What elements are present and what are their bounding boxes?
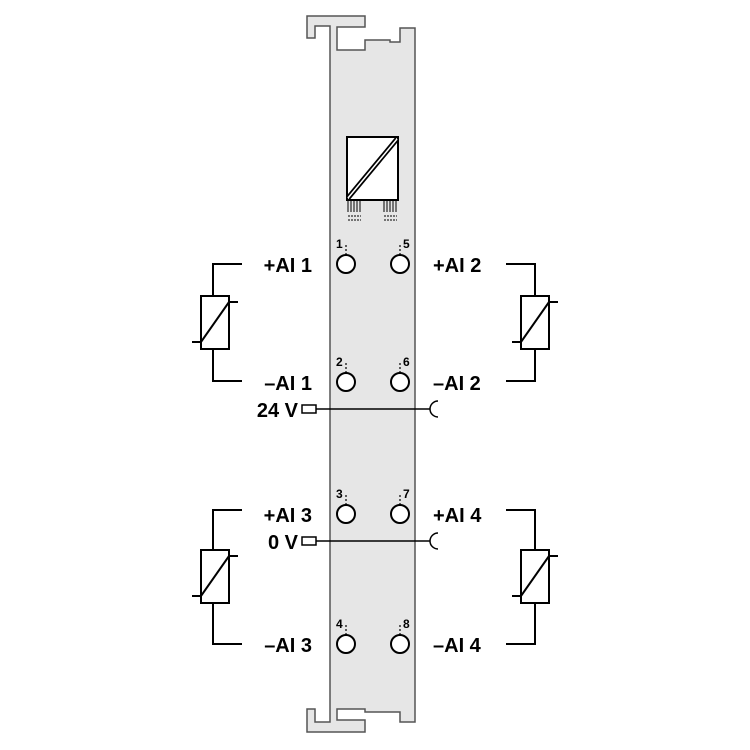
pin-number: 7 [403,487,410,501]
pin-number: 1 [336,237,343,251]
power-rail-0v [301,532,439,550]
terminal-leads [345,245,401,635]
label-ai4-plus: +AI 4 [433,505,482,527]
power-rail-24v [301,400,439,418]
label-ai1-plus: +AI 1 [264,255,312,277]
label-ai3-minus: –AI 3 [264,635,312,657]
terminal-7[interactable] [390,504,410,524]
terminal-3[interactable] [336,504,356,524]
label-24v: 24 V [257,400,299,422]
pin-number: 8 [403,617,410,631]
pin-number: 4 [336,617,343,631]
pin-number: 5 [403,237,410,251]
sensor-ai3-icon [192,509,242,645]
terminals [336,254,410,654]
label-ai4-minus: –AI 4 [433,635,482,657]
terminal-8[interactable] [390,634,410,654]
terminal-1[interactable] [336,254,356,274]
label-ai3-plus: +AI 3 [264,505,312,527]
sensor-ai2-icon [506,263,558,382]
terminal-4[interactable] [336,634,356,654]
pin-number: 6 [403,355,410,369]
label-0v: 0 V [268,532,299,554]
sensor-ai1-icon [192,263,242,382]
ad-converter-icon [346,136,399,221]
pin-number: 2 [336,355,343,369]
terminal-5[interactable] [390,254,410,274]
label-ai1-minus: –AI 1 [264,373,312,395]
terminal-2[interactable] [336,372,356,392]
label-ai2-minus: –AI 2 [433,373,481,395]
label-ai2-plus: +AI 2 [433,255,481,277]
pin-number: 3 [336,487,343,501]
terminal-6[interactable] [390,372,410,392]
sensor-ai4-icon [506,509,558,645]
